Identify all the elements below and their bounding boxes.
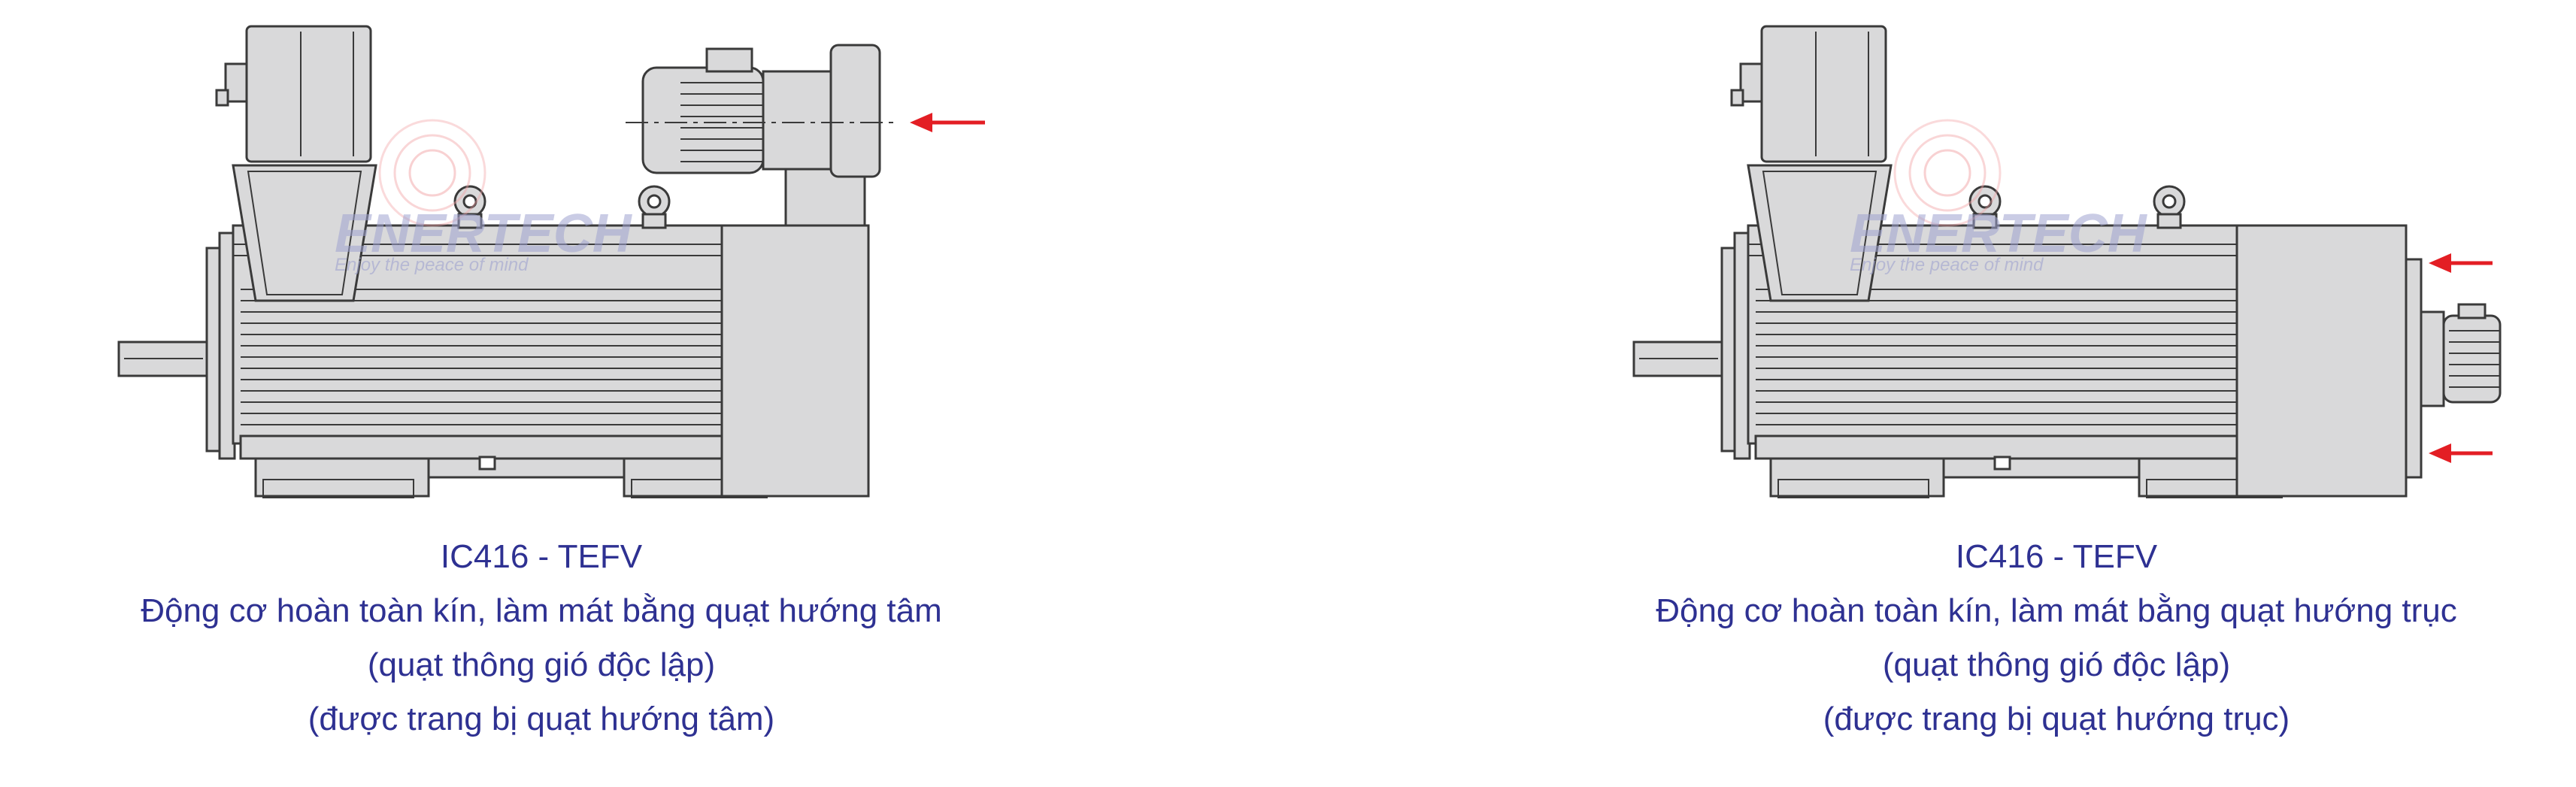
caption-ventilation: (quạt thông gió độc lập) <box>367 646 716 683</box>
front-foot <box>1769 457 1945 498</box>
caption-radial-fan: IC416 - TEFV Động cơ hoàn toàn kín, làm … <box>53 530 1030 746</box>
watermark-brand: ENERTECH <box>335 204 633 264</box>
watermark: ENERTECH Enjoy the peace of mind <box>335 119 633 275</box>
watermark-tagline: Enjoy the peace of mind <box>1850 255 2044 275</box>
caption-description: Động cơ hoàn toàn kín, làm mát bằng quạt… <box>1656 592 2457 629</box>
watermark: ENERTECH Enjoy the peace of mind <box>1850 119 2148 275</box>
blower-terminal-box <box>705 47 753 73</box>
airflow-arrow-top <box>2429 253 2493 273</box>
motor-base <box>1754 434 2238 460</box>
panel-axial-fan: ENERTECH Enjoy the peace of mind IC416 -… <box>1568 0 2545 787</box>
blower-fan-housing <box>762 70 832 171</box>
rear-cooling-housing <box>2235 224 2408 498</box>
terminal-box <box>245 25 372 163</box>
terminal-box-adapter <box>232 164 377 302</box>
terminal-box <box>1760 25 1887 163</box>
panel-radial-fan: ENERTECH Enjoy the peace of mind IC416 -… <box>53 0 1030 787</box>
caption-ventilation: (quạt thông gió độc lập) <box>1882 646 2231 683</box>
motor-drawing-radial-fan: ENERTECH Enjoy the peace of mind <box>117 25 985 498</box>
caption-code: IC416 - TEFV <box>440 538 643 575</box>
terminal-box-adapter <box>1747 164 1893 302</box>
watermark-brand: ENERTECH <box>1850 204 2148 264</box>
caption-fan-type: (được trang bị quạt hướng trục) <box>1823 701 2290 737</box>
axial-fan-motor <box>2442 314 2502 404</box>
radial-fan-volute <box>829 44 881 178</box>
caption-code: IC416 - TEFV <box>1955 538 2158 575</box>
front-foot <box>254 457 430 498</box>
caption-fan-type: (được trang bị quạt hướng tâm) <box>308 701 775 737</box>
axial-fan-adapter <box>2420 310 2445 407</box>
rear-end-housing <box>720 224 870 498</box>
caption-description: Động cơ hoàn toàn kín, làm mát bằng quạt… <box>141 592 942 629</box>
motor-drawing-axial-fan: ENERTECH Enjoy the peace of mind <box>1632 25 2502 498</box>
airflow-arrow-bottom <box>2429 443 2493 463</box>
motor-base <box>239 434 723 460</box>
blower-support <box>784 168 866 227</box>
caption-axial-fan: IC416 - TEFV Động cơ hoàn toàn kín, làm … <box>1568 530 2545 746</box>
watermark-tagline: Enjoy the peace of mind <box>335 255 529 275</box>
airflow-arrow <box>910 113 985 132</box>
